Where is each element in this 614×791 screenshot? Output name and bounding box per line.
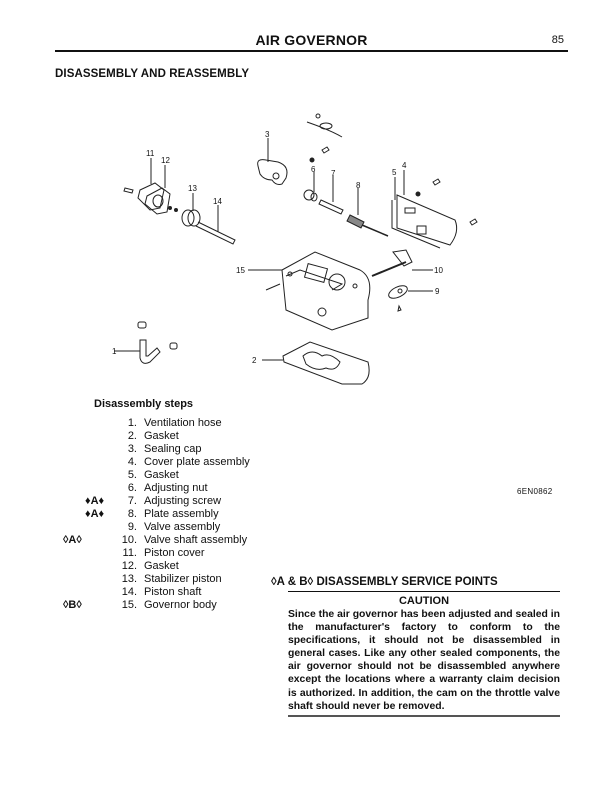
washer <box>309 157 315 163</box>
adjusting-screw-part <box>318 175 344 215</box>
callout-7: 7 <box>331 169 336 178</box>
step-number: 2. <box>127 430 137 442</box>
step-label: Gasket <box>144 469 179 481</box>
callout-5: 5 <box>392 168 397 177</box>
step-label: Adjusting nut <box>144 482 208 494</box>
step-number: 15. <box>121 599 137 611</box>
step-number: 6. <box>127 482 137 494</box>
governor-body-part <box>248 251 371 331</box>
step-label: Piston cover <box>144 547 205 559</box>
callout-9: 9 <box>435 287 440 296</box>
step-number: 3. <box>127 443 137 455</box>
stabilizer-piston-part <box>181 193 236 245</box>
step-number: 5. <box>127 469 137 481</box>
callout-4: 4 <box>402 161 407 170</box>
screw <box>321 146 330 154</box>
step-label: Adjusting screw <box>144 495 222 507</box>
disassembly-mark-a: ◊A◊ <box>63 534 82 546</box>
step-label: Cover plate assembly <box>144 456 250 468</box>
diagram-code: 6EN0862 <box>517 487 553 496</box>
callout-6: 6 <box>311 165 316 174</box>
section-title: DISASSEMBLY AND REASSEMBLY <box>55 68 250 80</box>
step-label: Gasket <box>144 560 179 572</box>
callout-11: 11 <box>146 149 155 158</box>
step-label: Stabilizer piston <box>144 573 222 585</box>
disassembly-mark-b: ◊B◊ <box>63 599 82 611</box>
callout-8: 8 <box>356 181 361 190</box>
step-label: Piston shaft <box>144 586 202 598</box>
cover-plate-part <box>391 170 478 249</box>
step-label: Governor body <box>144 599 217 611</box>
callout-15: 15 <box>236 266 245 275</box>
step-number: 4. <box>127 456 137 468</box>
adjusting-nut-part <box>303 172 318 202</box>
step-label: Valve assembly <box>144 521 221 533</box>
step-number: 9. <box>127 521 137 533</box>
step-number: 10. <box>121 534 137 546</box>
step-number: 13. <box>121 573 137 585</box>
step-label: Valve shaft assembly <box>144 534 248 546</box>
step-label: Ventilation hose <box>144 417 222 429</box>
callout-1: 1 <box>112 347 117 356</box>
step-number: 8. <box>127 508 137 520</box>
service-points-section: ◊A & B◊ DISASSEMBLY SERVICE POINTS CAUTI… <box>271 576 560 717</box>
reassembly-mark-a: ♦A♦ <box>85 508 105 520</box>
valve-assembly-part <box>388 285 433 312</box>
ventilation-hose-part <box>114 321 178 364</box>
callout-14: 14 <box>213 197 222 206</box>
callout-12: 12 <box>161 156 170 165</box>
step-number: 12. <box>121 560 137 572</box>
exploded-view-diagram: 1 2 3 4 5 6 7 8 9 10 11 12 13 14 15 <box>112 113 478 385</box>
piston-cover-part <box>123 158 178 215</box>
sealing-cap-part <box>257 138 288 185</box>
valve-shaft-part <box>371 249 433 277</box>
throttle-cam-fragment <box>306 113 343 138</box>
step-number: 11. <box>122 547 137 559</box>
step-number: 7. <box>127 495 137 507</box>
callout-13: 13 <box>188 184 197 193</box>
caution-title: CAUTION <box>398 595 450 607</box>
page-number: 85 <box>551 34 564 46</box>
service-points-title: ◊A & B◊ DISASSEMBLY SERVICE POINTS <box>271 576 498 588</box>
reassembly-mark-a: ♦A♦ <box>85 495 105 507</box>
caution-box: CAUTION Since the air governor has been … <box>288 591 560 717</box>
plate-assembly-part <box>346 188 389 237</box>
page-header: AIR GOVERNOR 85 <box>55 30 568 52</box>
callout-10: 10 <box>434 266 443 275</box>
step-label: Plate assembly <box>144 508 219 520</box>
callout-2: 2 <box>252 356 257 365</box>
step-label: Sealing cap <box>144 443 202 455</box>
step-number: 1. <box>127 417 137 429</box>
step-label: Gasket <box>144 430 179 442</box>
page-title: AIR GOVERNOR <box>255 32 368 48</box>
gasket-part <box>262 341 370 385</box>
callout-3: 3 <box>265 130 270 139</box>
caution-text: Since the air governor has been adjusted… <box>288 609 560 712</box>
step-number: 14. <box>121 586 137 598</box>
steps-title: Disassembly steps <box>94 398 194 410</box>
